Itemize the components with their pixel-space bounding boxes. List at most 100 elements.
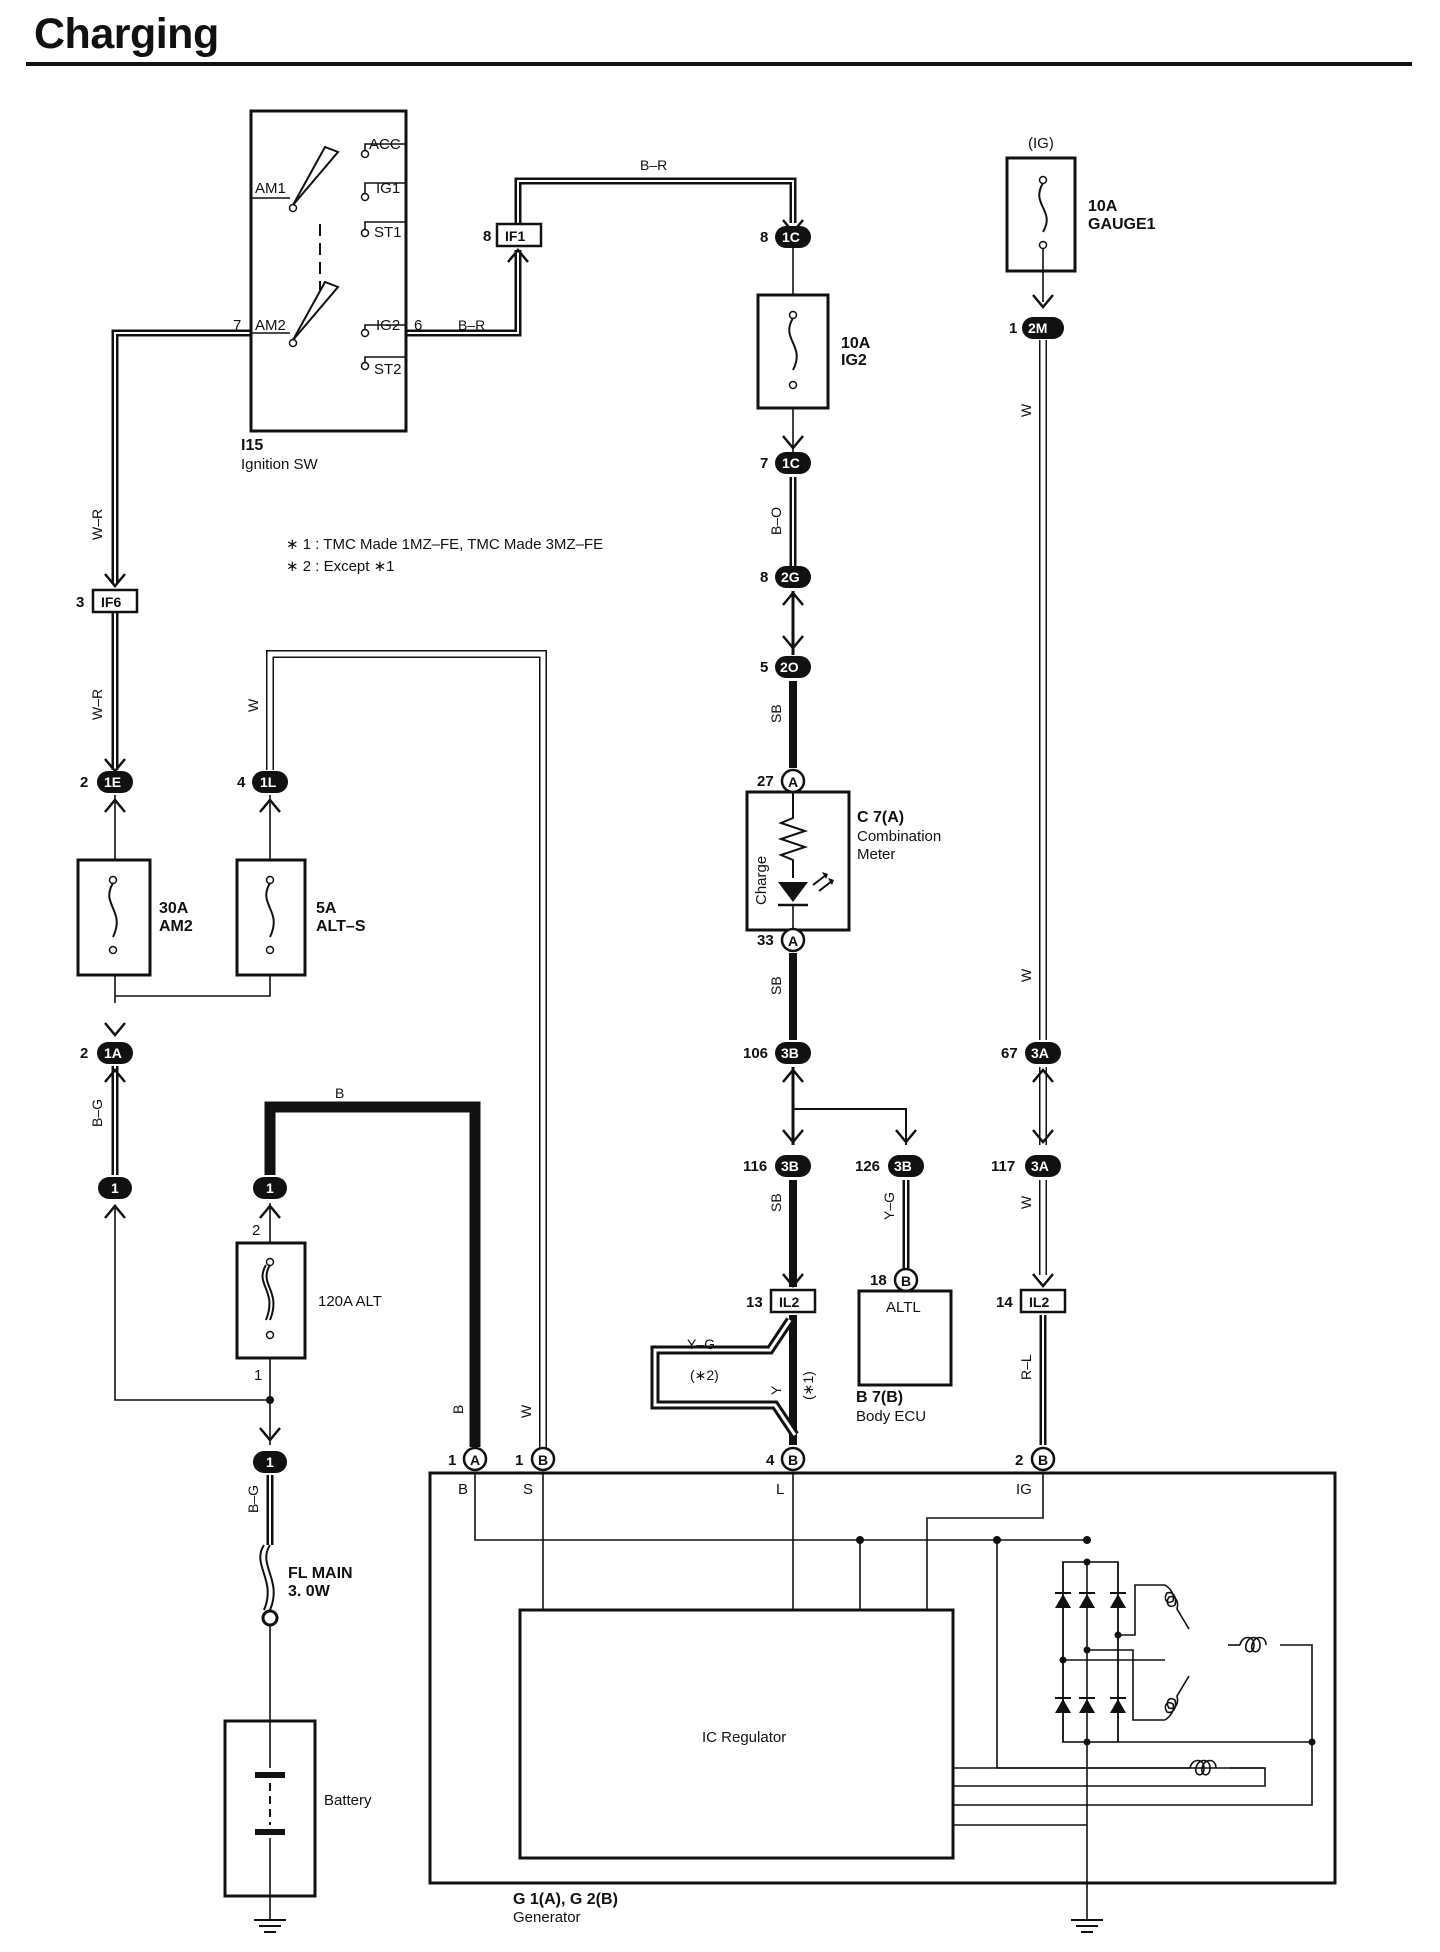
svg-text:(IG): (IG) [1028, 135, 1054, 152]
svg-text:126: 126 [855, 1158, 880, 1175]
svg-text:3B: 3B [894, 1158, 912, 1174]
label-w-alt-s: W [245, 698, 261, 712]
svg-text:ALT–S: ALT–S [316, 918, 366, 935]
fuse-ig2: 10A IG2 [756, 293, 871, 410]
svg-text:1: 1 [448, 1452, 456, 1469]
page-title: Charging [34, 10, 219, 58]
connector-1e: 1E 2 [80, 758, 133, 813]
connector-if6: IF6 3 [76, 573, 139, 614]
svg-text:33: 33 [757, 932, 774, 949]
label-sb-lower: SB [768, 1193, 784, 1212]
svg-text:B: B [788, 1452, 798, 1468]
svg-text:Body ECU: Body ECU [856, 1408, 926, 1425]
svg-text:2M: 2M [1028, 320, 1047, 336]
combination-meter: Charge C 7(A) Combination Meter A 27 A 3… [745, 768, 941, 953]
svg-text:ALTL: ALTL [886, 1299, 921, 1316]
ic-regulator-label: IC Regulator [702, 1729, 786, 1746]
connector-if1: IF1 8 [483, 222, 543, 263]
connector-1c-top: 1C 8 [760, 219, 811, 248]
connector-ecu-b18: B 18 [870, 1267, 919, 1293]
svg-text:106: 106 [743, 1045, 768, 1062]
label-r-l: R–L [1018, 1354, 1034, 1380]
gen-terminal-ig: IG [1016, 1481, 1032, 1498]
body-ecu: B 18 ALTL B 7(B) Body ECU [856, 1267, 953, 1425]
ground-icon [254, 1919, 286, 1933]
connector-2m: 2M 1 [1009, 294, 1064, 339]
connector-2g: 2G 8 [760, 566, 811, 606]
label-w-gauge-upper: W [1018, 403, 1034, 417]
wire-b-r-top [514, 177, 797, 223]
connector-1-bottom: 1 [253, 1427, 287, 1473]
svg-text:14: 14 [996, 1294, 1013, 1311]
ignition-switch-code: I15 [241, 437, 263, 454]
svg-text:Meter: Meter [857, 846, 895, 863]
connector-gen-b4: B 4 [766, 1446, 806, 1472]
label-b-heavy: B [335, 1085, 344, 1101]
svg-text:B: B [1038, 1452, 1048, 1468]
connector-1l: 1L 4 [237, 771, 288, 813]
svg-text:120A ALT: 120A ALT [318, 1293, 382, 1310]
svg-text:A: A [470, 1452, 480, 1468]
label-star1: (∗1) [800, 1371, 816, 1400]
connector-3b-106: 3B 106 [743, 1042, 811, 1083]
terminal-am1: AM1 [255, 180, 286, 197]
fuse-am2: 30A AM2 [76, 858, 193, 977]
note-1: ∗ 1 : TMC Made 1MZ–FE, TMC Made 3MZ–FE [286, 536, 603, 553]
svg-text:2: 2 [1015, 1452, 1023, 1469]
svg-text:1A: 1A [104, 1045, 122, 1061]
charge-lamp-label: Charge [753, 856, 770, 905]
svg-text:IF6: IF6 [101, 594, 121, 610]
fuse-gauge1: (IG) 10A GAUGE1 [1005, 135, 1156, 273]
svg-text:A: A [788, 774, 798, 790]
label-w-gen: W [518, 1404, 534, 1418]
svg-text:4: 4 [766, 1452, 775, 1469]
terminal-st1: ST1 [374, 224, 402, 241]
note-2: ∗ 2 : Except ∗1 [286, 558, 395, 575]
connector-meter-a27: A 27 [757, 768, 806, 794]
svg-text:G 1(A), G 2(B): G 1(A), G 2(B) [513, 1891, 618, 1908]
connector-gen-b1: B 1 [515, 1446, 556, 1472]
terminal-am2: AM2 [255, 317, 286, 334]
svg-text:18: 18 [870, 1272, 887, 1289]
svg-text:3A: 3A [1031, 1045, 1049, 1061]
label-b-r-ig2: B–R [458, 317, 485, 333]
connector-1-alt-top: 1 [253, 1177, 287, 1219]
fuse-alt-s: 5A ALT–S [235, 858, 366, 977]
connector-1c-bottom: 1C 7 [760, 435, 811, 474]
label-y-g-ecu: Y–G [881, 1192, 897, 1220]
label-b-o: B–O [768, 507, 784, 535]
svg-text:5A: 5A [316, 900, 337, 917]
connector-3a-67: 3A 67 [1001, 1042, 1061, 1083]
svg-text:IL2: IL2 [779, 1294, 799, 1310]
ground-icon [1071, 1919, 1103, 1933]
wire-b-heavy [264, 1101, 481, 1447]
connector-3a-117: 3A 117 [991, 1129, 1061, 1177]
label-star2: (∗2) [690, 1367, 719, 1383]
label-b-r-top: B–R [640, 157, 667, 173]
svg-text:IL2: IL2 [1029, 1294, 1049, 1310]
svg-text:7: 7 [760, 455, 768, 472]
svg-text:2: 2 [80, 774, 88, 791]
svg-text:8: 8 [760, 229, 768, 246]
svg-text:IF1: IF1 [505, 228, 525, 244]
fuse-fl-main: FL MAIN 3. 0W [259, 1544, 353, 1627]
ignition-switch: ACC AM1 IG1 ST1 AM2 IG2 ST2 7 6 I15 Igni… [233, 109, 422, 473]
svg-text:Combination: Combination [857, 828, 941, 845]
gen-terminal-b: B [458, 1481, 468, 1498]
label-sb-middle: SB [768, 976, 784, 995]
svg-text:117: 117 [991, 1158, 1015, 1175]
svg-text:1: 1 [266, 1454, 274, 1470]
ignition-switch-name: Ignition SW [241, 456, 319, 473]
terminal-st2: ST2 [374, 361, 402, 378]
label-b-g-upper: B–G [89, 1099, 105, 1127]
svg-text:3: 3 [76, 594, 84, 611]
label-w-r-lower: W–R [89, 689, 105, 720]
battery: Battery [223, 1719, 372, 1933]
svg-text:3B: 3B [781, 1045, 799, 1061]
title-rule [26, 62, 1412, 66]
label-b-gen: B [450, 1405, 466, 1414]
svg-text:2: 2 [252, 1222, 260, 1239]
connector-1a: 1A 2 [80, 1022, 133, 1083]
connector-gen-b2: B 2 [1015, 1446, 1056, 1472]
